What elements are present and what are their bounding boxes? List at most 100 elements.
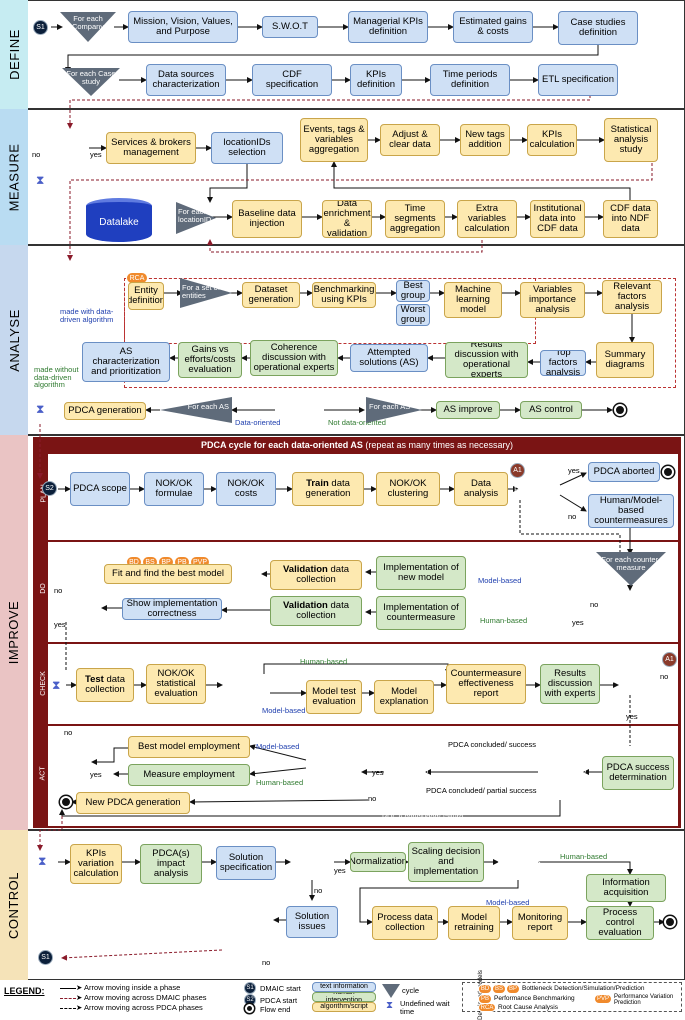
location-node[interactable]: locationIDs selection	[211, 132, 283, 164]
train-data-node[interactable]: Train data generation	[292, 472, 364, 506]
scaling-node[interactable]: Scaling decision and implementation	[408, 842, 484, 882]
human-model-node[interactable]: Human/Model-based countermeasures	[588, 494, 674, 528]
asimprove-node[interactable]: AS improve	[436, 401, 500, 419]
casestudies-node[interactable]: Case studies definition	[558, 11, 638, 45]
nok-clustering-node[interactable]: NOK/OK clustering	[376, 472, 440, 506]
normalization-node[interactable]: Normalization	[350, 852, 406, 872]
dataset-node[interactable]: Dataset generation	[242, 282, 300, 308]
abort-flow-end	[662, 466, 674, 478]
if-measure-decision[interactable]: If measure is	[306, 744, 362, 784]
pdca-scope-node[interactable]: PDCA scope	[70, 472, 130, 506]
bench-node[interactable]: Benchmarking using KPIs	[312, 282, 376, 308]
timeperiods-node[interactable]: Time periods definition	[430, 64, 510, 96]
managerial-node[interactable]: Managerial KPIs definition	[348, 11, 428, 43]
viable-decision[interactable]: Globally viable solution?	[288, 842, 338, 884]
cdf-spec-node[interactable]: CDF specification	[252, 64, 332, 96]
pdca-abort-decision[interactable]: PDCA abort?	[510, 470, 562, 510]
measure-emp-node[interactable]: Measure employment	[128, 764, 250, 786]
relevant-node[interactable]: Relevant factors analysis	[602, 280, 662, 314]
model-test-node[interactable]: Model test evaluation	[306, 680, 362, 714]
val-data-node[interactable]: Validation data collection	[270, 560, 362, 590]
sol-spec-node[interactable]: Solution specification	[216, 846, 276, 880]
ml-node[interactable]: Machine learning model	[444, 282, 502, 318]
results-approved-decision[interactable]: Results app-roved?	[610, 664, 656, 706]
kpis-def-node[interactable]: KPIs definition	[350, 64, 402, 96]
nok-costs-node[interactable]: NOK/OK costs	[216, 472, 276, 506]
val-data2-node[interactable]: Validation data collection	[270, 596, 362, 626]
model-expl-node[interactable]: Model explanation	[374, 680, 434, 714]
data-available-decision[interactable]: Data available?	[46, 128, 90, 168]
legend-s2: PDCA start	[260, 996, 298, 1005]
stat-node[interactable]: Statistical analysis study	[604, 118, 658, 162]
summary-node[interactable]: Summary diagrams	[596, 342, 654, 378]
pdca-impact-node[interactable]: PDCA(s) impact analysis	[140, 844, 202, 884]
impl-cm-node[interactable]: Implementation of countermeasure	[376, 596, 466, 630]
test-data-node[interactable]: Test data collection	[76, 668, 134, 702]
data-analysis-node[interactable]: Data analysis	[454, 472, 508, 506]
results-disc-node[interactable]: Results discussion with experts	[540, 664, 600, 704]
adjust-node[interactable]: Adjust & clear data	[380, 124, 440, 156]
etl-node[interactable]: ETL specification	[538, 64, 618, 96]
define-label: DEFINE	[0, 0, 28, 109]
fit-best-node[interactable]: Fit and find the best model	[104, 564, 232, 584]
extra-node[interactable]: Extra variables calculation	[457, 200, 517, 238]
if-cm2-decision[interactable]: If counter-measure is	[218, 662, 272, 706]
ascontrol-node[interactable]: AS control	[520, 401, 582, 419]
proc-ctrl-node[interactable]: Process control evaluation	[586, 906, 654, 940]
dmaic-no-label: no	[262, 958, 271, 967]
services-node[interactable]: Services & brokers management	[106, 132, 196, 164]
aschar-node[interactable]: AS characterization and prioritization	[82, 342, 170, 382]
cm-report-node[interactable]: Countermeasure effectiveness report	[446, 664, 526, 704]
legend-algo: algorithm/script	[312, 1002, 376, 1012]
impl-approved-decision[interactable]: Implemen-tation approved?	[604, 590, 656, 634]
resultsdisc-node[interactable]: Results discussion with operational expe…	[445, 342, 528, 378]
mission-node[interactable]: Mission, Vision, Values, and Purpose	[128, 11, 238, 43]
new-pdca-decision[interactable]: New PDCA?	[62, 730, 108, 770]
varimp-node[interactable]: Variables importance analysis	[520, 282, 585, 318]
impl-new-model-node[interactable]: Implementation of new model	[376, 556, 466, 590]
attempted-node[interactable]: Attempted solutions (AS)	[350, 344, 428, 372]
if-as-decision[interactable]: If AS are	[275, 392, 323, 430]
correct-impl-decision[interactable]: Correct implemen-tation?	[56, 592, 106, 636]
kpi-var-node[interactable]: KPIs variation calculation	[70, 844, 122, 884]
swot-node[interactable]: S.W.O.T	[262, 16, 318, 38]
pdca-status-decision[interactable]: PDCA status?	[538, 752, 588, 794]
check-yes-label: yes	[626, 712, 638, 721]
newtags-node[interactable]: New tags addition	[460, 124, 510, 156]
topfactors-node[interactable]: Top factors analysis	[540, 350, 586, 376]
gains-node[interactable]: Gains vs efforts/costs evaluation	[178, 342, 242, 378]
info-acq-node[interactable]: Information acquisition	[586, 874, 666, 902]
pdcagen-node[interactable]: PDCA generation	[64, 402, 146, 420]
new-pdca-gen-node[interactable]: New PDCA generation	[76, 792, 190, 814]
kpicalc-node[interactable]: KPIs calculation	[527, 124, 577, 156]
monitor-node[interactable]: Monitoring report	[512, 906, 568, 940]
new-dmaic-decision[interactable]: New DMAIC?	[228, 930, 274, 970]
nok-stat-node[interactable]: NOK/OK statistical evaluation	[146, 664, 206, 704]
baseline-node[interactable]: Baseline data injection	[232, 200, 302, 238]
datasources-node[interactable]: Data sources characterization	[146, 64, 226, 96]
cdfndf-node[interactable]: CDF data into NDF data	[603, 200, 658, 238]
satisfaction-decision[interactable]: Satisfaction obtained?	[384, 754, 434, 796]
estimated-node[interactable]: Estimated gains & costs	[453, 11, 533, 43]
correct-yes-label: yes	[54, 620, 66, 629]
control-measure-decision[interactable]: If measure is	[496, 842, 542, 882]
sol-issues-node[interactable]: Solution issues	[286, 906, 338, 938]
root-cause-decision[interactable]: If root causes analysis is	[40, 274, 92, 322]
coherence-node[interactable]: Coherence discussion with operational ex…	[250, 340, 338, 376]
events-node[interactable]: Events, tags & variables aggregation	[300, 118, 368, 162]
impl-no-label: no	[590, 600, 599, 609]
timeseg-node[interactable]: Time segments aggregation	[385, 200, 445, 238]
best-model-emp-node[interactable]: Best model employment	[128, 736, 250, 758]
enrich-node[interactable]: Data enrichment & validation	[322, 200, 372, 238]
with-dd-label: made with data-driven algorithm	[60, 307, 114, 324]
nok-formulae-node[interactable]: NOK/OK formulae	[144, 472, 204, 506]
show-impl-node[interactable]: Show implementation correctness	[122, 598, 222, 620]
act-flow-end	[60, 796, 72, 808]
inst-node[interactable]: Institutional data into CDF data	[530, 200, 585, 238]
retrain-node[interactable]: Model retraining	[448, 906, 500, 940]
pdca-success-node[interactable]: PDCA success determination	[602, 756, 674, 790]
if-cm-decision[interactable]: If counter-measure is	[526, 590, 576, 636]
pdca-aborted-node[interactable]: PDCA aborted	[588, 462, 660, 482]
proc-data-node[interactable]: Process data collection	[372, 906, 438, 940]
entity-node[interactable]: Entity definition	[128, 282, 164, 310]
